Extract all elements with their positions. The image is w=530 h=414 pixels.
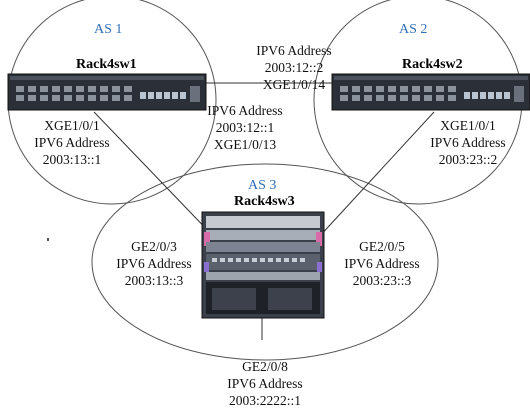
as1-label: AS 1 [94, 22, 123, 37]
sw1-xge-label: XGE1/0/1 IPV6 Address 2003:13::1 [22, 117, 122, 168]
addr-caption: IPV6 Address [116, 256, 192, 271]
rack4sw1-device [7, 73, 207, 111]
sw2-port: XGE1/0/14 [262, 77, 326, 92]
sw2-ip: 2003:12::2 [264, 60, 324, 75]
sw3-port: GE2/0/5 [359, 239, 405, 254]
sw3-port: GE2/0/3 [131, 239, 177, 254]
sw3-ge203-label: GE2/0/3 IPV6 Address 2003:13::3 [104, 238, 204, 289]
rack4sw2-name: Rack4sw2 [402, 57, 463, 72]
sw3-ip: 2003:2222::1 [228, 393, 301, 408]
sw3-ge205-label: GE2/0/5 IPV6 Address 2003:23::3 [332, 238, 432, 289]
link-sw2-address-label: IPV6 Address 2003:12::2 XGE1/0/14 [234, 42, 354, 93]
link-sw2-sw3 [317, 111, 435, 239]
sw3-ip: 2003:13::3 [124, 273, 184, 288]
addr-caption: IPV6 Address [34, 135, 110, 150]
link-sw1-sw3 [93, 111, 216, 239]
as3-ellipse [91, 163, 439, 361]
as3-label: AS 3 [248, 178, 277, 193]
sw2-ip: 2003:23::2 [438, 152, 498, 167]
addr-caption: IPV6 Address [344, 256, 420, 271]
addr-caption: IPV6 Address [227, 376, 303, 391]
sw2-xge-label: XGE1/0/1 IPV6 Address 2003:23::2 [418, 117, 518, 168]
sw2-port: XGE1/0/1 [440, 118, 496, 133]
sw1-ip: 2003:13::1 [42, 152, 102, 167]
sw3-ge208-label: GE2/0/8 IPV6 Address 2003:2222::1 [205, 358, 325, 409]
stray-mark [47, 238, 49, 241]
sw1-port: XGE1/0/13 [213, 137, 277, 152]
addr-caption: IPV6 Address [256, 43, 332, 58]
sw1-ip: 2003:12::1 [215, 120, 275, 135]
link-sw1-address-label: IPV6 Address 2003:12::1 XGE1/0/13 [185, 102, 305, 153]
sw3-ip: 2003:23::3 [352, 273, 412, 288]
rack4sw1-name: Rack4sw1 [76, 57, 137, 72]
rack4sw2-device [331, 73, 530, 111]
rack4sw3-name: Rack4sw3 [234, 194, 295, 209]
addr-caption: IPV6 Address [430, 135, 506, 150]
addr-caption: IPV6 Address [207, 103, 283, 118]
rack4sw3-device [201, 211, 325, 319]
sw3-port: GE2/0/8 [242, 359, 288, 374]
sw1-port: XGE1/0/1 [44, 118, 100, 133]
as2-label: AS 2 [399, 22, 428, 37]
